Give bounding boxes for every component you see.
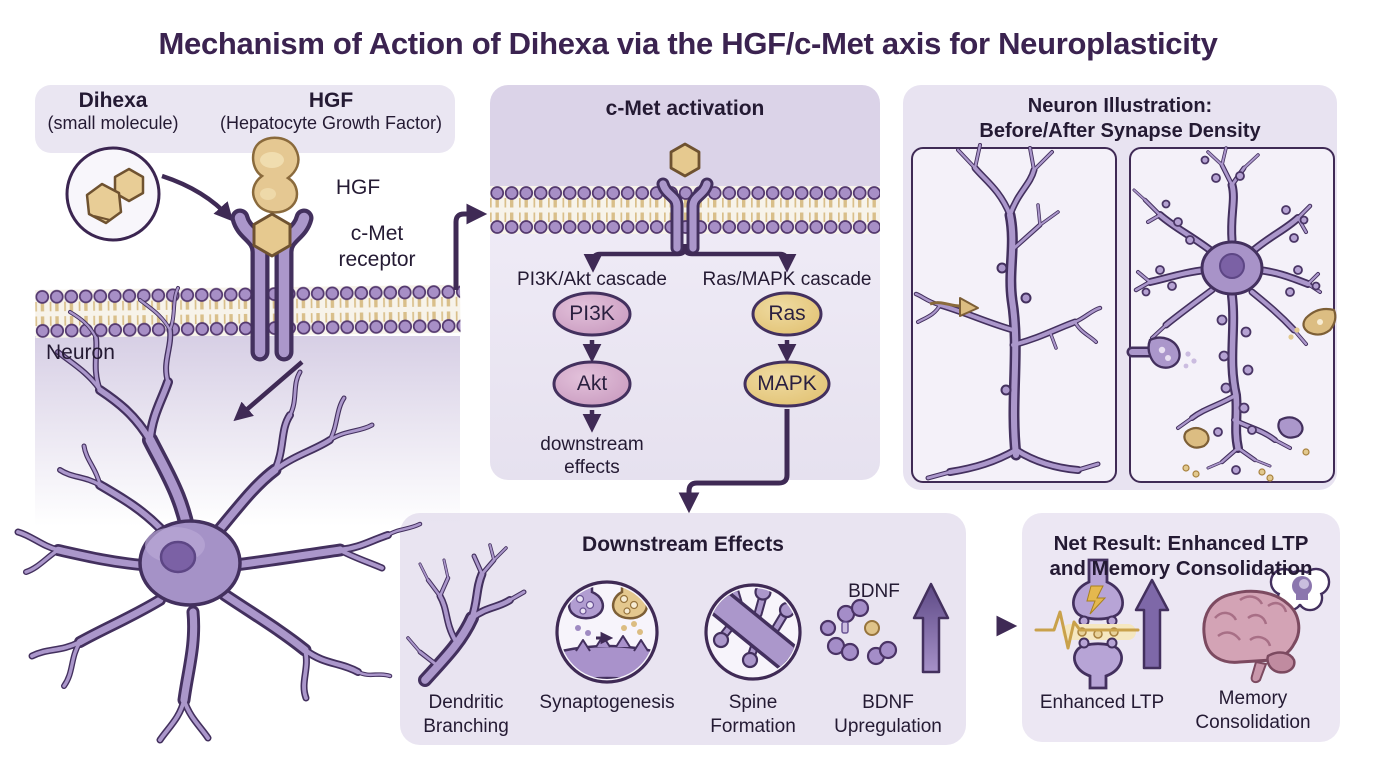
dihexa-to-receptor-arrow (161, 173, 234, 222)
cmet-receptor-label-line1: c-Met (350, 222, 404, 245)
spine-formation-label: Spine Formation (710, 691, 796, 739)
net-result-title: Net Result: Enhanced LTP and Memory Cons… (1049, 531, 1312, 581)
downstream-note-line1: downstream (540, 434, 644, 455)
spine-formation-label-line1: Spine (728, 692, 778, 713)
after-synapse-box (1129, 147, 1335, 483)
ras-cascade-label: Ras/MAPK cascade (702, 269, 872, 290)
left-to-middle-connector-arrow (453, 203, 488, 290)
page-title: Mechanism of Action of Dihexa via the HG… (158, 26, 1218, 61)
dendritic-branching-label: Dendritic Branching (423, 691, 509, 739)
legend-dihexa-name: Dihexa (78, 89, 148, 112)
neuron-soma (138, 519, 242, 607)
cmet-activation-title: c-Met activation (605, 97, 765, 120)
legend-dihexa-sub: (small molecule) (47, 113, 179, 133)
legend-box (35, 85, 455, 153)
synaptogenesis-label: Synaptogenesis (539, 691, 674, 715)
enhanced-ltp-label-line1: Enhanced LTP (1039, 692, 1165, 713)
dihexa-molecule-icon (65, 146, 161, 242)
enhanced-ltp-label: Enhanced LTP (1040, 691, 1164, 715)
cmet-receptor-label: c-Met receptor (338, 221, 415, 273)
neuron-illustration-title-line2: Before/After Synapse Density (979, 120, 1261, 142)
pi3k-cascade-label: PI3K/Akt cascade (517, 269, 667, 290)
memory-consolidation-label: Memory Consolidation (1195, 687, 1310, 735)
memory-consolidation-label-line2: Consolidation (1195, 712, 1311, 733)
downstream-note-line2: effects (564, 457, 620, 478)
neuron-illustration-title: Neuron Illustration: Before/After Synaps… (979, 94, 1260, 144)
memory-consolidation-label-line1: Memory (1218, 688, 1288, 709)
bdnf-upregulation-label-line1: BDNF (862, 692, 914, 713)
bdnf-upregulation-label: BDNF Upregulation (834, 691, 942, 739)
before-synapse-box (911, 147, 1117, 483)
legend-hgf-name: HGF (308, 89, 354, 112)
cmet-receptor-label-line2: receptor (338, 248, 416, 271)
synaptogenesis-label-line1: Synaptogenesis (539, 692, 675, 713)
downstream-effects-note: downstream effects (540, 433, 644, 479)
legend-hgf-sub: (Hepatocyte Growth Factor) (219, 113, 443, 133)
akt-node-label: Akt (576, 372, 608, 395)
hgf-ligand-label: HGF (335, 176, 381, 199)
net-result-title-line1: Net Result: Enhanced LTP (1053, 532, 1309, 555)
bdnf-upregulation-label-line2: Upregulation (834, 716, 942, 737)
mapk-node-label: MAPK (757, 372, 817, 395)
net-result-title-line2: and Memory Consolidation (1049, 557, 1313, 580)
neuron-illustration-title-line1: Neuron Illustration: (1027, 95, 1213, 117)
dendritic-branching-label-line2: Branching (423, 716, 509, 737)
dendritic-branching-label-line1: Dendritic (428, 692, 504, 713)
pi3k-node-label: PI3K (569, 302, 615, 325)
cmet-receptor-arms (230, 208, 314, 362)
downstream-panel-title: Downstream Effects (582, 533, 784, 556)
bdnf-label: BDNF (848, 581, 900, 602)
dihexa-in-receptor (252, 212, 292, 258)
spine-formation-label-line2: Formation (710, 716, 796, 737)
ras-node-label: Ras (768, 302, 806, 325)
left-membrane (35, 284, 461, 338)
neuron-label: Neuron (46, 341, 115, 364)
